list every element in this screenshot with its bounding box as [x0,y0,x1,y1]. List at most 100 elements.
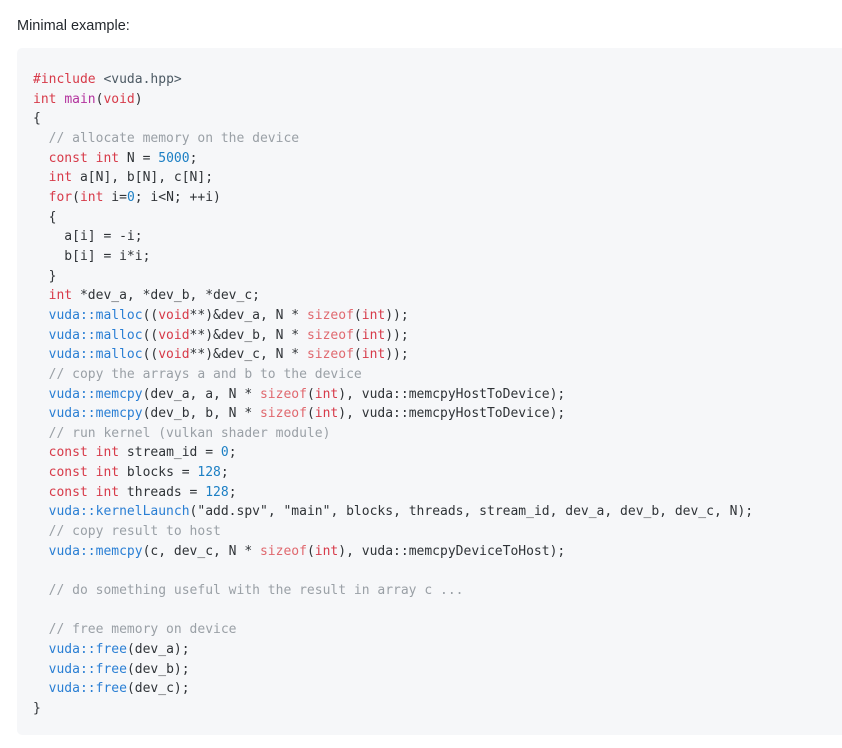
code-token: } [33,701,41,716]
code-line: int *dev_a, *dev_b, *dev_c; [33,286,841,306]
code-token: ; [228,445,237,461]
code-token: int [95,445,120,461]
code-token [33,288,49,303]
code-token [33,347,49,362]
code-token: vuda::free [48,661,127,677]
code-token: stream_id = [119,445,221,461]
code-line: vuda::memcpy(c, dev_c, N * sizeof(int), … [33,542,841,562]
code-token: N = [119,150,159,166]
code-token: (( [142,347,159,363]
code-line: vuda::kernelLaunch("add.spv", "main", bl… [33,502,841,522]
code-line: const int N = 5000; [33,149,841,169]
code-token [33,328,49,343]
code-token [33,445,49,460]
code-token: void [158,307,190,323]
code-token: sizeof [259,406,307,422]
code-token: const [48,484,88,500]
code-line: b[i] = i*i; [33,247,841,267]
code-token: (dev_c); [126,681,190,697]
code-token: ), vuda::memcpyHostToDevice); [338,406,566,422]
code-token: int [95,484,120,500]
code-token: <vuda.hpp> [103,72,182,87]
code-token: sizeof [306,327,354,343]
code-token: ( [95,91,104,107]
code-token: int [314,386,339,402]
code-line: for(int i=0; i<N; ++i) [33,188,841,208]
code-line: vuda::malloc((void**)&dev_a, N * sizeof(… [33,306,841,326]
code-token [88,465,96,480]
code-line: const int blocks = 128; [33,463,841,483]
code-token: (( [142,307,159,323]
code-token: ( [72,189,80,205]
code-token: int [361,307,386,323]
code-token [33,131,49,146]
code-token [88,151,96,166]
code-token: ; [189,150,198,166]
code-token: // free memory on device [48,622,237,638]
code-token: 128 [205,484,229,500]
code-line: const int threads = 128; [33,483,841,503]
code-line [33,601,841,621]
code-token: vuda::malloc [48,347,143,363]
code-token: sizeof [306,347,354,363]
code-listing[interactable]: #include <vuda.hpp>int main(void){ // al… [17,70,842,719]
code-token: ( [353,307,362,323]
code-token: int [314,543,339,559]
code-token: vuda::malloc [48,307,143,323]
code-token: } [48,268,57,284]
code-token: int [361,347,386,363]
code-token: i= [103,189,127,205]
code-token [33,465,49,480]
code-token: **)&dev_c, N * [189,347,307,363]
code-token [33,367,49,382]
code-line: int a[N], b[N], c[N]; [33,168,841,188]
code-token: // copy the arrays a and b to the device [48,366,362,382]
code-token: *dev_a, *dev_b, *dev_c; [72,288,260,304]
code-line: // run kernel (vulkan shader module) [33,424,841,444]
code-token: vuda::free [48,642,127,658]
code-token [33,269,49,284]
code-line: vuda::malloc((void**)&dev_b, N * sizeof(… [33,326,841,346]
code-token: **)&dev_a, N * [189,307,307,323]
code-token: { [48,209,57,225]
code-token [88,445,96,460]
code-token: vuda::memcpy [48,543,143,559]
code-token: // run kernel (vulkan shader module) [48,425,331,441]
code-token: { [33,111,41,127]
code-token [33,426,49,441]
code-token [33,642,49,657]
code-token: ( [306,406,315,422]
code-token [33,151,49,166]
code-line: vuda::malloc((void**)&dev_c, N * sizeof(… [33,345,841,365]
code-line: // allocate memory on the device [33,129,841,149]
code-token: ( [306,543,315,559]
code-token: **)&dev_b, N * [189,327,307,343]
code-token: // allocate memory on the device [48,130,300,146]
code-token [33,504,49,519]
code-line [33,561,841,581]
code-token: ( [353,327,362,343]
code-token: (( [142,327,159,343]
code-token: void [103,91,135,107]
code-token: vuda::kernelLaunch [48,504,190,520]
code-token: for [48,189,73,205]
code-block[interactable]: #include <vuda.hpp>int main(void){ // al… [17,48,842,735]
code-line: const int stream_id = 0; [33,443,841,463]
code-token: ( [353,347,362,363]
code-token [33,622,49,637]
code-token: const [48,445,88,461]
code-line: vuda::free(dev_b); [33,660,841,680]
code-token: ; [220,465,229,481]
code-line: vuda::memcpy(dev_b, b, N * sizeof(int), … [33,404,841,424]
code-token: void [158,347,190,363]
code-token: int [95,150,120,166]
code-token: ; i<N; ++i) [134,189,221,205]
code-token: const [48,465,88,481]
code-token: )); [385,347,409,363]
code-token: (dev_a); [126,642,190,658]
code-token: main [64,91,96,107]
code-token: void [158,327,190,343]
code-token: vuda::free [48,681,127,697]
code-line: int main(void) [33,90,841,110]
